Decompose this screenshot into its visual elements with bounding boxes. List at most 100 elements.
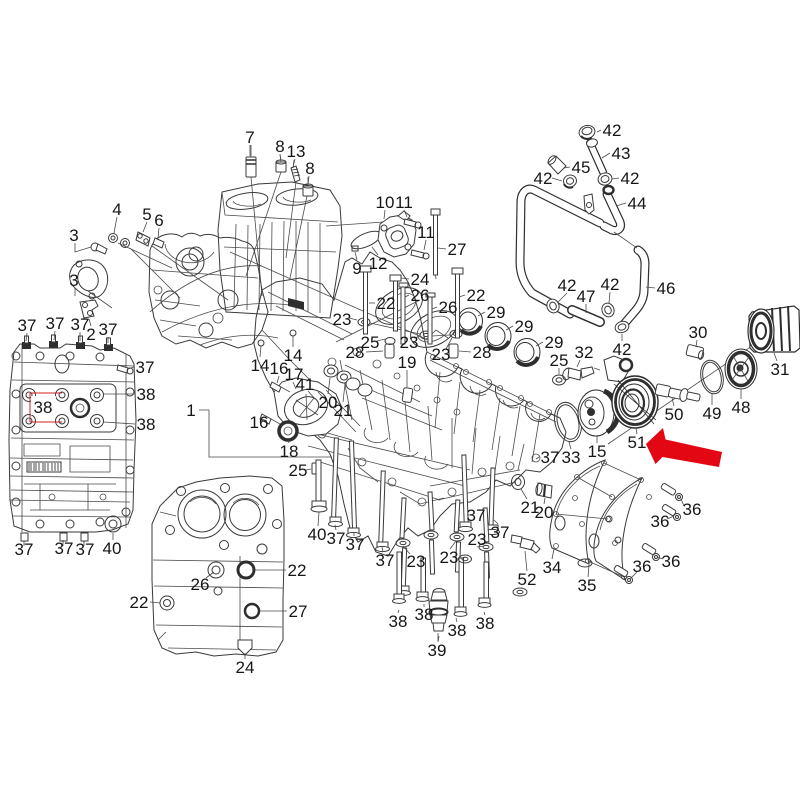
- svg-text:37: 37: [467, 506, 486, 525]
- svg-text:23: 23: [432, 345, 451, 364]
- svg-text:20: 20: [319, 393, 338, 412]
- svg-text:37: 37: [46, 314, 65, 333]
- svg-text:42: 42: [613, 340, 632, 359]
- svg-text:26: 26: [191, 575, 210, 594]
- svg-text:36: 36: [633, 557, 652, 576]
- svg-text:51: 51: [628, 433, 647, 452]
- svg-text:22: 22: [288, 561, 307, 580]
- svg-text:39: 39: [428, 641, 447, 660]
- svg-text:42: 42: [603, 121, 622, 140]
- svg-text:36: 36: [651, 512, 670, 531]
- svg-text:14: 14: [251, 356, 270, 375]
- svg-text:8: 8: [305, 159, 314, 178]
- svg-text:7: 7: [245, 128, 254, 147]
- svg-text:27: 27: [448, 240, 467, 259]
- svg-text:38: 38: [137, 415, 156, 434]
- svg-text:16: 16: [270, 359, 289, 378]
- svg-text:42: 42: [621, 169, 640, 188]
- svg-text:43: 43: [612, 144, 631, 163]
- svg-text:3: 3: [69, 226, 78, 245]
- svg-text:19: 19: [398, 353, 417, 372]
- svg-text:50: 50: [665, 405, 684, 424]
- svg-text:34: 34: [543, 558, 562, 577]
- svg-text:17: 17: [285, 365, 304, 384]
- svg-text:48: 48: [732, 398, 751, 417]
- svg-text:47: 47: [577, 287, 596, 306]
- svg-text:6: 6: [154, 211, 163, 230]
- svg-text:46: 46: [657, 279, 676, 298]
- svg-text:42: 42: [534, 169, 553, 188]
- svg-text:15: 15: [588, 442, 607, 461]
- svg-text:38: 38: [389, 612, 408, 631]
- svg-text:28: 28: [346, 343, 365, 362]
- svg-text:38: 38: [137, 385, 156, 404]
- svg-text:42: 42: [601, 275, 620, 294]
- svg-text:40: 40: [103, 539, 122, 558]
- svg-text:31: 31: [771, 360, 790, 379]
- svg-text:29: 29: [515, 317, 534, 336]
- svg-text:44: 44: [628, 194, 647, 213]
- svg-text:25: 25: [361, 333, 380, 352]
- svg-text:25: 25: [550, 351, 569, 370]
- svg-text:36: 36: [683, 500, 702, 519]
- svg-text:23: 23: [407, 552, 426, 571]
- svg-text:49: 49: [703, 404, 722, 423]
- svg-text:45: 45: [572, 158, 591, 177]
- svg-text:23: 23: [468, 530, 487, 549]
- svg-text:37: 37: [71, 315, 90, 334]
- svg-text:23: 23: [400, 333, 419, 352]
- svg-text:38: 38: [415, 605, 434, 624]
- svg-text:24: 24: [236, 658, 255, 677]
- svg-text:37: 37: [491, 523, 510, 542]
- svg-text:26: 26: [439, 298, 458, 317]
- svg-text:29: 29: [487, 303, 506, 322]
- svg-text:37: 37: [346, 535, 365, 554]
- svg-text:8: 8: [275, 137, 284, 156]
- svg-text:37: 37: [76, 540, 95, 559]
- svg-text:38: 38: [448, 621, 467, 640]
- svg-text:42: 42: [558, 276, 577, 295]
- svg-text:1: 1: [186, 401, 195, 420]
- svg-text:33: 33: [562, 448, 581, 467]
- svg-text:38: 38: [34, 398, 53, 417]
- svg-text:37: 37: [18, 316, 37, 335]
- svg-text:5: 5: [142, 205, 151, 224]
- svg-text:37: 37: [15, 540, 34, 559]
- svg-text:11: 11: [395, 193, 413, 212]
- svg-text:41: 41: [296, 375, 315, 394]
- svg-text:23: 23: [333, 310, 352, 329]
- svg-text:22: 22: [467, 286, 486, 305]
- svg-text:26: 26: [411, 286, 430, 305]
- svg-text:11: 11: [417, 223, 435, 242]
- svg-text:14: 14: [284, 346, 303, 365]
- svg-text:20: 20: [535, 503, 554, 522]
- svg-text:13: 13: [287, 142, 306, 161]
- svg-text:27: 27: [289, 602, 308, 621]
- svg-text:29: 29: [545, 333, 564, 352]
- svg-text:22: 22: [377, 294, 396, 313]
- svg-text:37: 37: [136, 358, 155, 377]
- svg-text:23: 23: [440, 548, 459, 567]
- svg-text:37: 37: [327, 529, 346, 548]
- svg-text:9: 9: [352, 259, 361, 278]
- svg-text:37: 37: [99, 320, 118, 339]
- svg-text:28: 28: [473, 343, 492, 362]
- svg-text:25: 25: [289, 461, 308, 480]
- svg-text:37: 37: [55, 539, 74, 558]
- svg-text:21: 21: [521, 498, 540, 517]
- svg-text:21: 21: [334, 401, 353, 420]
- svg-text:52: 52: [518, 570, 537, 589]
- svg-text:22: 22: [130, 593, 149, 612]
- svg-text:30: 30: [689, 323, 708, 342]
- svg-text:12: 12: [369, 254, 388, 273]
- svg-text:2: 2: [86, 325, 95, 344]
- svg-text:4: 4: [112, 200, 121, 219]
- svg-text:24: 24: [411, 270, 430, 289]
- svg-text:37: 37: [376, 551, 395, 570]
- svg-text:18: 18: [280, 442, 299, 461]
- svg-text:16: 16: [250, 413, 269, 432]
- svg-text:3: 3: [69, 271, 78, 290]
- svg-text:32: 32: [575, 343, 594, 362]
- svg-text:35: 35: [578, 576, 597, 595]
- svg-text:40: 40: [308, 525, 327, 544]
